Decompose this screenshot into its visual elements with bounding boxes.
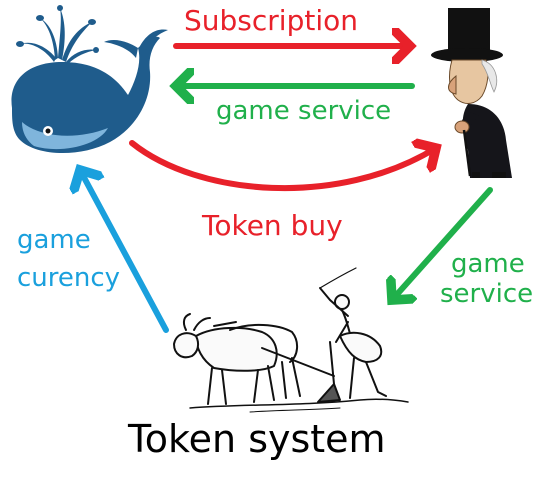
game-service-top-label: game service	[216, 96, 392, 126]
diagram-caption: Token system	[128, 417, 386, 461]
game-service-right-label-line1: game	[451, 249, 525, 279]
game-service-arrow-right	[392, 187, 493, 300]
subscription-label: Subscription	[184, 4, 358, 37]
game-curency-label-line2: curency	[17, 263, 121, 293]
game-curency-arrow	[80, 170, 169, 333]
whale-illustration	[11, 5, 168, 154]
game-service-right-label-line2: service	[440, 279, 534, 309]
rich-man-top-hat-illustration	[431, 8, 512, 178]
farmer-plowing-with-oxen-illustration	[173, 267, 409, 413]
game-curency-label-line1: game	[17, 225, 91, 255]
arrows	[80, 46, 493, 333]
token-buy-arrow	[129, 143, 436, 192]
token-buy-label: Token buy	[202, 209, 343, 242]
